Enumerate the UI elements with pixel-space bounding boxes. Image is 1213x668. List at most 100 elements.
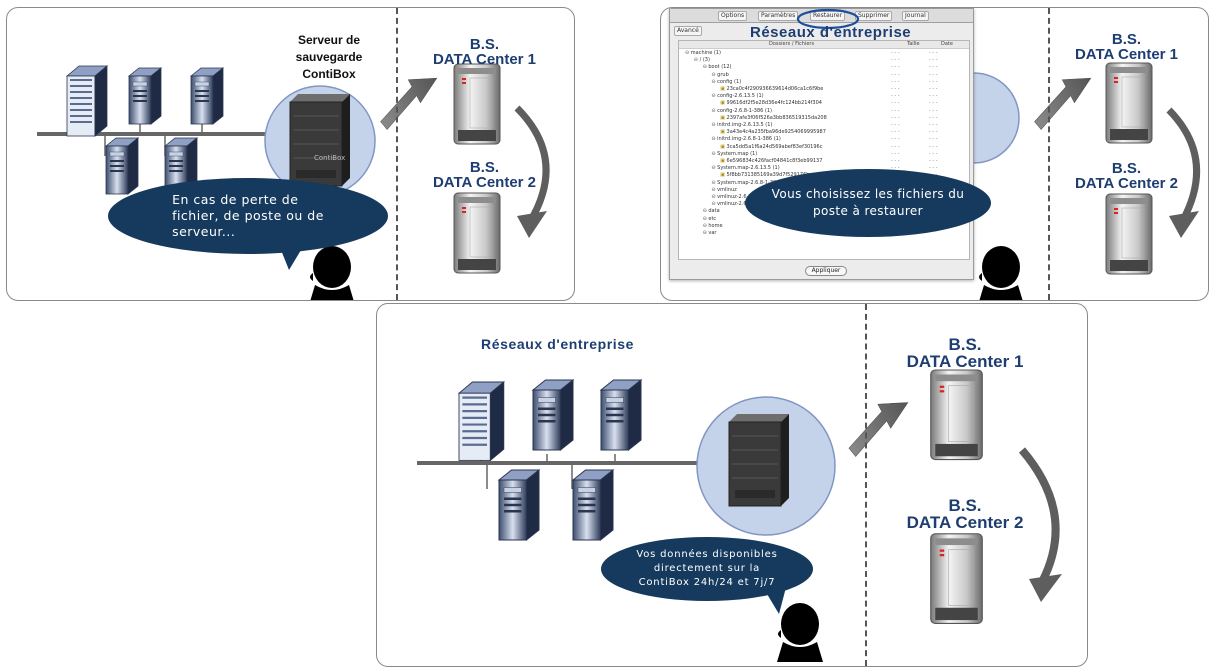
size-cell: - - -: [891, 136, 900, 143]
arrow-to-dc1: [369, 67, 448, 131]
server-label-line: ContiBox: [302, 67, 356, 81]
tree-row[interactable]: ▣ 23ca0c4f290936639614d06ca1c6f9be: [720, 86, 823, 92]
folder-icon: ⊖: [711, 165, 718, 172]
date-cell: - - -: [929, 114, 938, 121]
size-cell: - - -: [891, 158, 900, 164]
folder-icon: ⊖: [702, 222, 709, 229]
dc2-label: B.S. DATA Center 2: [900, 497, 1030, 531]
tree-row-label: home: [708, 222, 723, 229]
workstation-5: [164, 134, 198, 195]
tree-row[interactable]: ⊖ boot (12): [703, 64, 732, 70]
tree-row-label: 2397afe3f06f526a3bb836519315da208: [726, 114, 827, 121]
tree-row-label: data: [708, 208, 720, 215]
tree-row[interactable]: ⊖ data: [703, 208, 720, 214]
dc1-label-line: DATA Center 1: [432, 51, 537, 68]
workstation-5: [571, 463, 614, 541]
rack-dc1: [1105, 62, 1153, 144]
separator-line: [865, 304, 867, 666]
tree-row-label: 99616df2f5e28d36e4fc124bb214f304: [726, 100, 822, 107]
date-cell: - - -: [929, 136, 938, 143]
tree-row[interactable]: ⊖ var: [703, 230, 717, 236]
speech-bubble: Vous choisissez les fichiers du poste à …: [745, 169, 991, 237]
tree-row[interactable]: ⊖ System.map-2.6.13.5 (1): [711, 165, 779, 171]
date-cell: - - -: [929, 78, 938, 85]
tree-row[interactable]: ⊖ config-2.6.13.5 (1): [711, 93, 763, 99]
tree-row[interactable]: ▣ 3ca5dd5a1f6a24d569abef83ef30196c: [720, 144, 822, 150]
tree-row-label: initrd.img-2.6.13.5 (1): [717, 122, 773, 128]
folder-icon: ⊖: [711, 201, 718, 208]
options-button[interactable]: Options: [718, 11, 748, 21]
tree-row[interactable]: ⊖ / (3): [694, 57, 710, 63]
tree-row[interactable]: ▣ 3a43e4c4a235fba96de9254069995987: [720, 129, 826, 135]
date-cell: - - -: [929, 107, 938, 114]
tree-row[interactable]: ▣ 5f8bb731385169a39d7f529176bccaeb: [720, 172, 824, 178]
apply-button[interactable]: Appliquer: [805, 266, 847, 276]
tree-row-label: System.map (1): [717, 150, 758, 157]
speech-bubble: Vos données disponibles directement sur …: [601, 537, 813, 601]
size-cell: - - -: [891, 86, 900, 92]
tree-row[interactable]: ⊖ initrd.img-2.6.13.5 (1): [711, 122, 772, 128]
rack-dc2: [453, 192, 501, 274]
tree-row[interactable]: ⊖ vmlinuz-2.6.8-1-386: [711, 201, 767, 207]
workstation-3: [600, 379, 642, 463]
tree-row-label: 5f8bb731385169a39d7f529176bccaeb: [726, 172, 825, 179]
tree-row[interactable]: ⊖ config (1): [711, 79, 741, 85]
tree-row[interactable]: ▣ 99616df2f5e28d36e4fc124bb214f304: [720, 100, 822, 106]
server-label-line: Serveur de: [297, 33, 361, 47]
date-cell: - - -: [929, 86, 938, 92]
size-cell: - - -: [891, 107, 900, 114]
server-label: Serveur de sauvegarde ContiBox: [289, 32, 369, 83]
tree-row[interactable]: ⊖ machine (1): [685, 50, 721, 56]
size-cell: - - -: [891, 122, 900, 128]
tree-row-label: 6e596834c426facf04841c8f3eb99137: [726, 158, 823, 164]
app-title: Réseaux d'entreprise: [750, 24, 912, 41]
file-icon: ▣: [720, 143, 727, 150]
tree-row-label: boot (12): [708, 64, 732, 71]
tree-row[interactable]: ▣ 6e596834c426facf04841c8f3eb99137: [720, 158, 822, 164]
dc2-label: B.S. DATA Center 2: [427, 160, 542, 190]
dc2-label: B.S. DATA Center 2: [1069, 161, 1184, 191]
contibox-server-icon: [728, 413, 790, 507]
folder-icon: ⊖: [693, 57, 700, 64]
date-cell: - - -: [929, 158, 938, 164]
folder-icon: ⊖: [711, 71, 718, 78]
tree-row-label: 3a43e4c4a235fba96de9254069995987: [726, 129, 826, 136]
folder-icon: ⊖: [685, 50, 691, 56]
tree-row-label: vmlinuz: [717, 186, 737, 193]
tree-row[interactable]: ⊖ config-2.6.8-1-386 (1): [711, 108, 772, 114]
column-size: Taille: [907, 41, 920, 47]
tree-row[interactable]: ⊖ System.map-2.6.8-1-386: [711, 180, 779, 186]
tree-row[interactable]: ⊖ vmlinuz-2.6.13.5: [711, 194, 759, 200]
column-date: Date: [941, 41, 953, 47]
rack-dc2: [930, 533, 983, 625]
tree-row[interactable]: ⊖ grub: [711, 72, 728, 78]
tree-row[interactable]: ⊖ System.map (1): [711, 151, 757, 157]
journal-button[interactable]: Journal: [902, 11, 929, 21]
size-cell: - - -: [891, 165, 900, 172]
tree-row[interactable]: ▣ 2397afe3f06f526a3bb836519315da208: [720, 115, 827, 121]
file-icon: ▣: [720, 114, 727, 121]
dc1-label: B.S. DATA Center 1: [900, 336, 1030, 370]
file-icon: ▣: [720, 100, 727, 107]
contibox-server-icon: [289, 93, 351, 187]
dc1-label-line: DATA Center 1: [1074, 46, 1179, 63]
tree-row-label: config-2.6.13.5 (1): [717, 93, 764, 100]
tree-row[interactable]: ⊖ etc: [703, 216, 717, 222]
tree-row-label: vmlinuz-2.6.13.5: [717, 194, 760, 200]
parametres-button[interactable]: Paramètres: [758, 11, 799, 21]
dc2-label-line: DATA Center 2: [432, 174, 537, 191]
file-icon: ▣: [720, 158, 727, 164]
person-icon: [777, 603, 823, 662]
tree-row[interactable]: ⊖ home: [703, 223, 723, 229]
tree-row[interactable]: ⊖ vmlinuz: [711, 187, 736, 193]
folder-icon: ⊖: [711, 93, 718, 100]
avance-button[interactable]: Avancé: [674, 26, 702, 36]
dc2-label-line: B.S.: [948, 496, 982, 515]
size-cell: - - -: [891, 129, 900, 136]
tree-row[interactable]: ⊖ initrd.img-2.6.8-1-386 (1): [711, 136, 780, 142]
rack-dc2: [1105, 193, 1153, 275]
restaurer-button[interactable]: Restaurer: [810, 11, 846, 21]
tree-row-label: vmlinuz-2.6.8-1-386: [717, 201, 768, 208]
arrow-to-dc1: [1023, 67, 1102, 131]
folder-icon: ⊖: [702, 208, 709, 215]
